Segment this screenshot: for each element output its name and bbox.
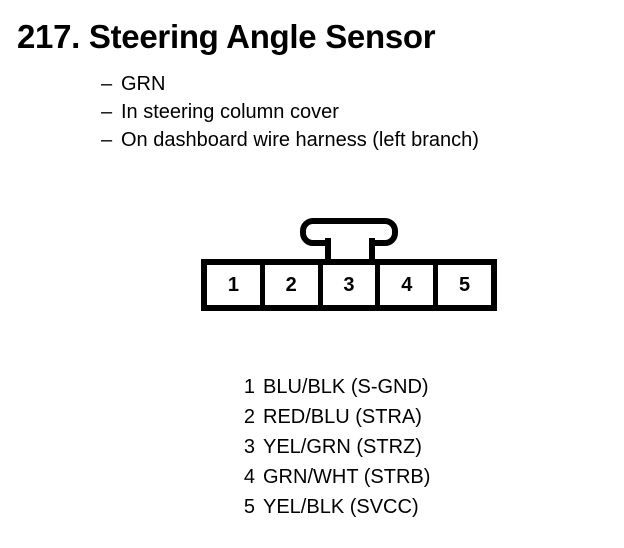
pin-legend-number: 5 xyxy=(243,496,255,518)
pin-legend-row: 2 RED/BLU (STRA) xyxy=(238,402,430,432)
note-text: On dashboard wire harness (left branch) xyxy=(121,129,479,151)
connector-latch-notch xyxy=(331,236,369,248)
pin-legend-number: 3 xyxy=(243,436,255,458)
note-line: –GRN xyxy=(101,70,479,98)
pin-legend-number: 4 xyxy=(243,466,255,488)
note-line: –In steering column cover xyxy=(101,98,479,126)
connector-pin-3: 3 xyxy=(322,265,376,305)
connector-housing: 1 2 3 4 5 xyxy=(201,259,497,311)
note-line: –On dashboard wire harness (left branch) xyxy=(101,126,479,154)
page-title: 217. Steering Angle Sensor xyxy=(17,18,436,55)
pin-legend-description: GRN/WHT (STRB) xyxy=(263,466,431,488)
pin-legend-number: 2 xyxy=(243,406,255,428)
connector-pin-4: 4 xyxy=(380,265,434,305)
pin-legend-row: 1 BLU/BLK (S-GND) xyxy=(238,372,430,402)
pin-legend-description: RED/BLU (STRA) xyxy=(263,406,422,428)
pin-legend-description: BLU/BLK (S-GND) xyxy=(263,376,429,398)
notes-list: –GRN –In steering column cover –On dashb… xyxy=(101,70,479,154)
pin-legend-row: 4 GRN/WHT (STRB) xyxy=(238,462,431,492)
connector-pin-1: 1 xyxy=(207,265,260,305)
note-dash: – xyxy=(101,129,113,151)
pin-legend-description: YEL/BLK (SVCC) xyxy=(263,496,419,518)
pin-legend-row: 5 YEL/BLK (SVCC) xyxy=(238,492,430,522)
note-dash: – xyxy=(101,101,113,123)
pin-legend-row: 3 YEL/GRN (STRZ) xyxy=(238,432,430,462)
connector-pin-2: 2 xyxy=(264,265,318,305)
pin-legend-description: YEL/GRN (STRZ) xyxy=(263,436,422,458)
pin-legend-number: 1 xyxy=(243,376,255,398)
note-text: In steering column cover xyxy=(121,101,339,123)
pin-legend: 1 BLU/BLK (S-GND) 2 RED/BLU (STRA) 3 YEL/GR… xyxy=(238,372,431,522)
connector-diagram: 1 2 3 4 5 xyxy=(201,218,497,311)
note-dash: – xyxy=(101,73,113,95)
note-text: GRN xyxy=(121,73,166,95)
connector-pin-5: 5 xyxy=(438,265,491,305)
